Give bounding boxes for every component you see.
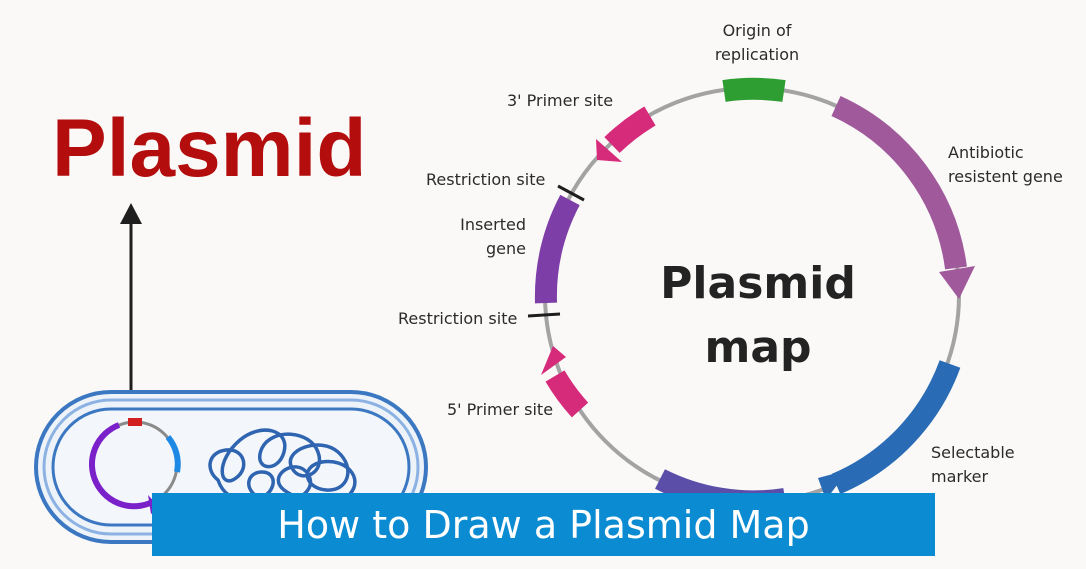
map-title-line2: map <box>704 322 811 373</box>
small-plasmid-purple-arc <box>89 422 158 510</box>
small-plasmid-red-marker <box>128 418 142 426</box>
label-restriction-bottom: Restriction site <box>398 309 517 328</box>
banner-text: How to Draw a Plasmid Map <box>277 502 810 547</box>
title-banner: How to Draw a Plasmid Map <box>152 493 935 556</box>
label-primer3: 3' Primer site <box>507 91 613 110</box>
selectable-marker-arrow-body <box>831 360 961 495</box>
primer5-arrow-body <box>545 370 589 418</box>
label-primer5: 5' Primer site <box>447 400 553 419</box>
selectable-marker-arrowhead <box>818 470 848 500</box>
map-title-line1: Plasmid <box>660 258 856 309</box>
origin-of-replication-segment <box>722 77 786 102</box>
small-plasmid-blue-arc <box>165 435 181 473</box>
restriction-site-top-tick <box>557 184 585 202</box>
label-origin-line1: Origin of <box>723 21 792 40</box>
label-inserted-line1: Inserted <box>460 215 526 234</box>
primer5-arrowhead <box>541 346 566 375</box>
label-selectable-line1: Selectable <box>931 443 1015 462</box>
antibiotic-gene-arrow-body <box>831 95 967 270</box>
label-inserted-line2: gene <box>486 239 526 258</box>
primer3-arrowhead <box>596 139 622 162</box>
up-arrow <box>120 203 142 404</box>
label-origin-line2: replication <box>715 45 799 64</box>
label-restriction-top: Restriction site <box>426 170 545 189</box>
antibiotic-gene-arrowhead <box>939 266 975 299</box>
label-antibiotic-line1: Antibiotic <box>948 143 1024 162</box>
inserted-gene-segment <box>534 194 580 304</box>
restriction-site-bottom-tick <box>527 312 561 318</box>
label-selectable-line2: marker <box>931 467 989 486</box>
primer3-arrow-body <box>604 106 656 154</box>
label-antibiotic-line2: resistent gene <box>948 167 1063 186</box>
plasmid-title: Plasmid <box>52 103 366 194</box>
